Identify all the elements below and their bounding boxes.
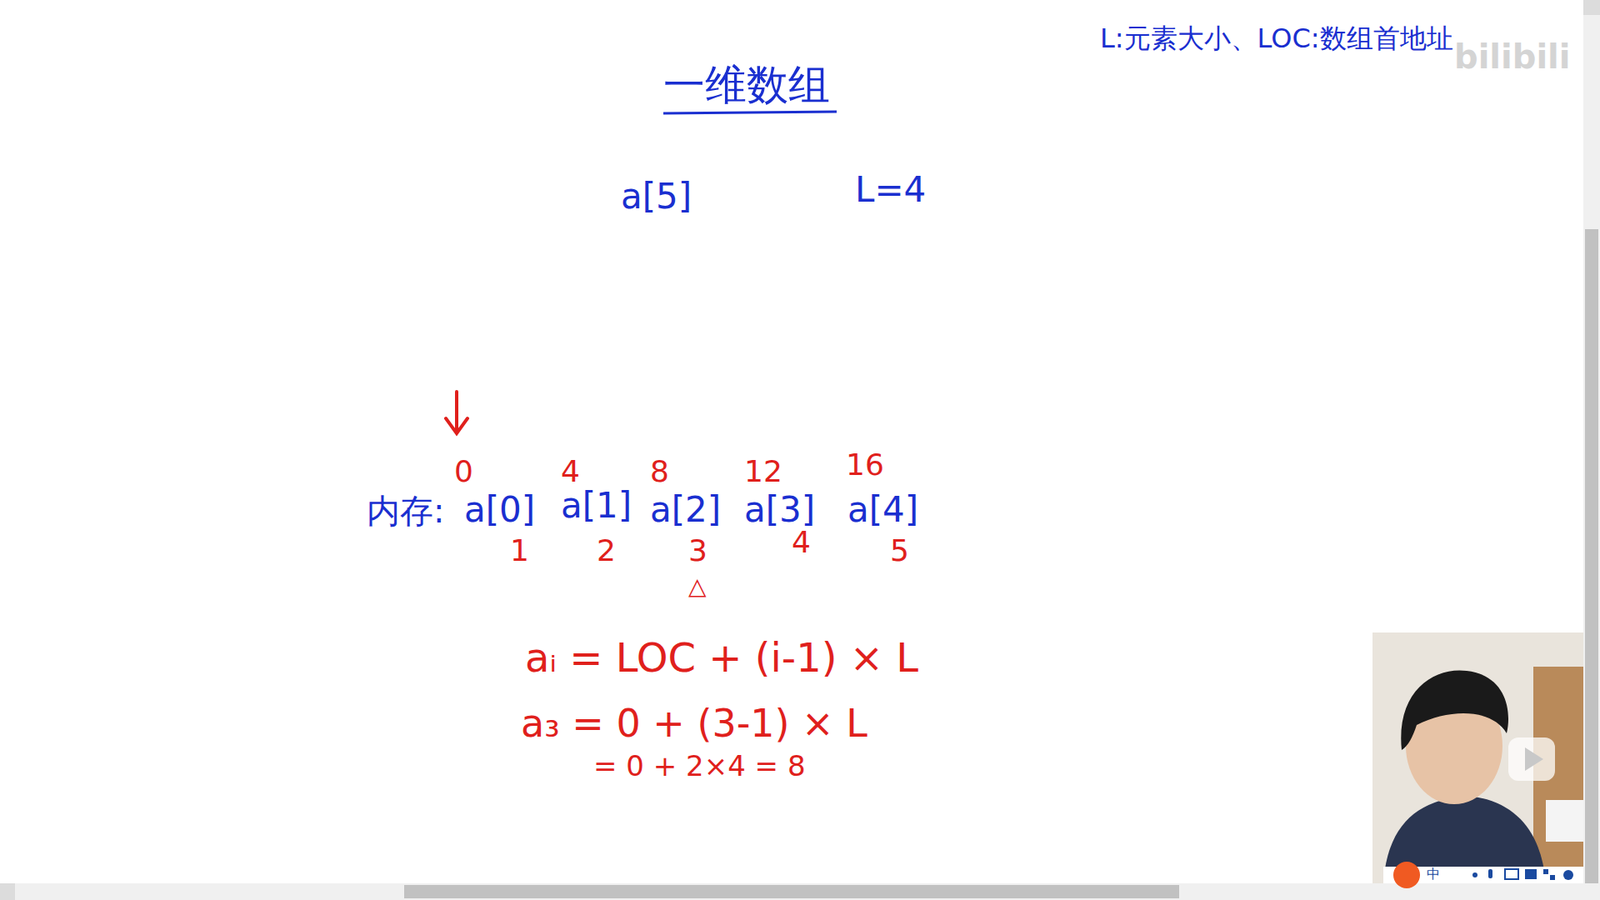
position-number: 4 <box>791 525 811 560</box>
webcam-hair <box>1400 670 1509 750</box>
position-number: 1 <box>510 533 530 568</box>
scrollbar-thumb <box>1585 229 1599 884</box>
address: 4 <box>560 454 580 489</box>
webcam-paper <box>1545 800 1584 842</box>
ime-icon <box>1543 869 1549 875</box>
scrollbar-track <box>0 883 1600 900</box>
watermark: bilibili <box>1454 37 1571 76</box>
ime-icon <box>1488 869 1493 879</box>
position-number: 5 <box>890 533 910 568</box>
ime-icon <box>1550 875 1555 880</box>
scrollbar-thumb <box>404 885 1180 899</box>
title-underline <box>663 111 837 114</box>
array-element: a[2] <box>650 490 721 530</box>
memory-label: 内存: <box>366 491 445 530</box>
array-element: a[0] <box>464 490 535 530</box>
array-element: a[4] <box>847 490 919 530</box>
ime-icon <box>1525 869 1537 880</box>
pointer-arrow-head <box>445 418 468 434</box>
formula: a₃ = 0 + (3-1) × L <box>520 701 868 746</box>
scrollbar-button <box>1583 0 1600 15</box>
element-size: L=4 <box>855 170 926 210</box>
formula: = 0 + 2×4 = 8 <box>593 750 806 783</box>
address: 0 <box>454 454 474 489</box>
position-number: 3 <box>688 533 708 568</box>
title: 一维数组 <box>663 61 830 110</box>
scrollbar-track <box>1583 0 1600 884</box>
ime-icon <box>1563 870 1574 880</box>
marker: △ <box>688 573 707 600</box>
array-element: a[1] <box>560 485 632 526</box>
address: 16 <box>845 447 885 482</box>
legend-note: L:元素大小、LOC:数组首地址 <box>1100 23 1454 55</box>
ime-mode: 中 <box>1426 867 1440 881</box>
address: 8 <box>650 454 670 489</box>
pointer-arrow <box>455 391 459 432</box>
ime-icon <box>1505 869 1519 880</box>
webcam-frame <box>1372 632 1584 884</box>
ime-icon <box>1472 872 1478 878</box>
play-button <box>1508 737 1555 781</box>
array-element: a[3] <box>744 490 815 530</box>
address: 12 <box>744 454 783 489</box>
array-decl: a[5] <box>620 176 692 217</box>
position-number: 2 <box>596 533 616 568</box>
formula: aᵢ = LOC + (i-1) × L <box>525 635 919 681</box>
ime-logo <box>1393 861 1420 889</box>
scrollbar-button <box>0 883 15 900</box>
play-icon <box>1525 747 1544 771</box>
